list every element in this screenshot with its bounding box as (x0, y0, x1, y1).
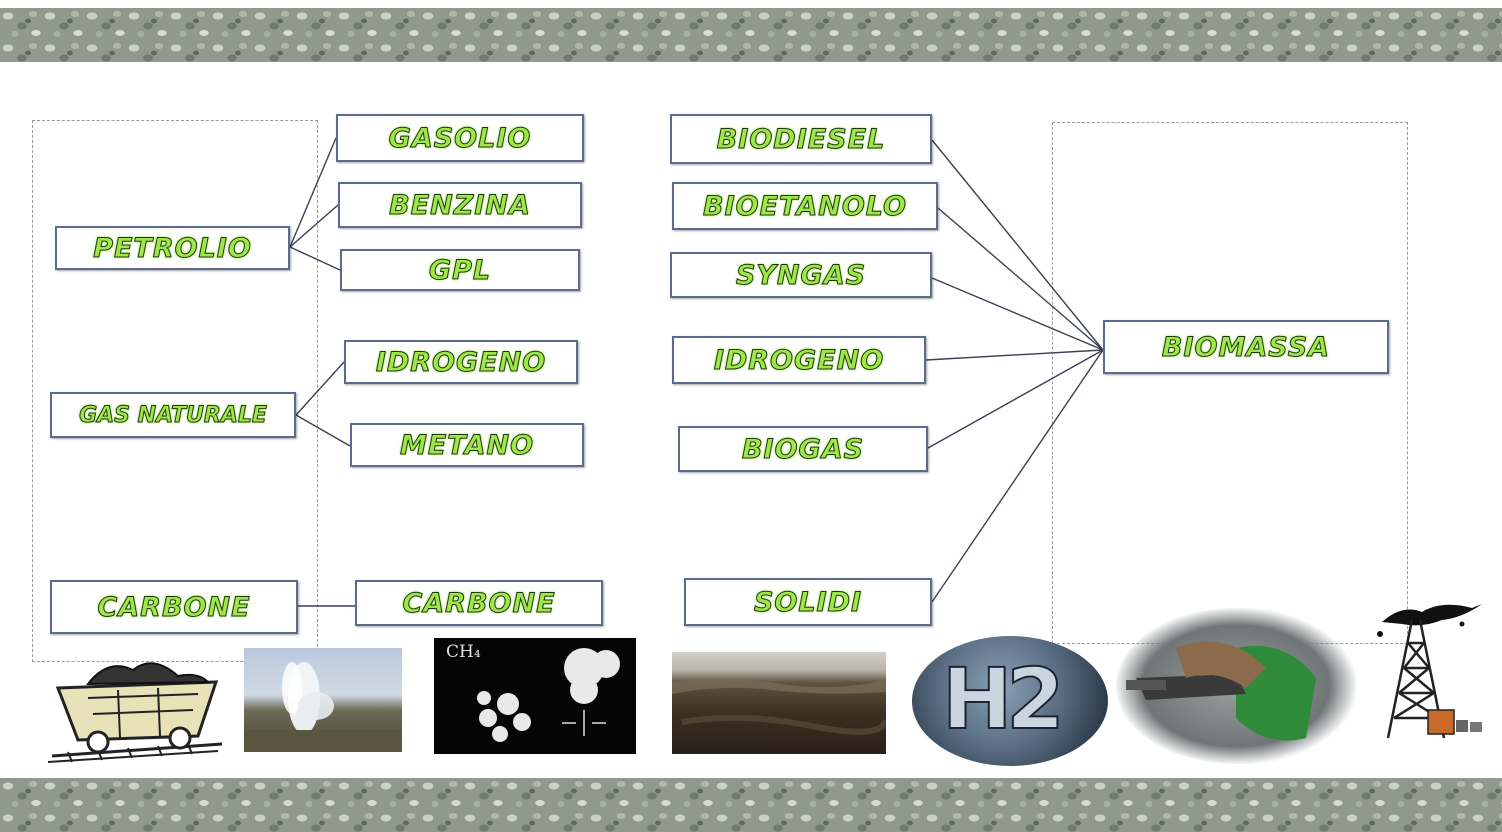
methane-formula-label: CH₄ (446, 642, 481, 662)
node-metano: METANO (350, 423, 584, 467)
line-biomassa-biodiesel (931, 139, 1104, 351)
node-label: CARBONE (402, 587, 556, 619)
node-biodiesel: BIODIESEL (670, 114, 932, 164)
node-label: BENZINA (389, 189, 531, 221)
stone-border-top (0, 8, 1502, 62)
node-label: IDROGENO (713, 344, 885, 376)
line-biomassa-idrogeno (925, 349, 1104, 361)
node-idrogeno-fossil: IDROGENO (344, 340, 578, 384)
node-label: SOLIDI (753, 586, 863, 618)
node-biomassa: BIOMASSA (1103, 320, 1389, 374)
line-gasnaturale-metano (295, 414, 351, 447)
node-label: CARBONE (97, 591, 251, 623)
oil-derrick-icon (1362, 598, 1492, 748)
node-idrogeno-bio: IDROGENO (672, 336, 926, 384)
coal-cart-icon (48, 648, 226, 766)
methane-molecule-image: CH₄ (434, 638, 636, 754)
node-label: SYNGAS (735, 259, 867, 291)
node-label: IDROGENO (375, 346, 547, 378)
line-gasnaturale-idrogeno (295, 361, 345, 416)
node-label: GASOLIO (388, 122, 532, 154)
line-biomassa-syngas (931, 277, 1104, 351)
node-benzina: BENZINA (338, 182, 582, 228)
line-petrolio-benzina (289, 204, 339, 248)
node-syngas: SYNGAS (670, 252, 932, 298)
node-gasolio: GASOLIO (336, 114, 584, 162)
line-petrolio-gasolio (289, 137, 337, 248)
node-label: BIOMASSA (1161, 331, 1331, 363)
node-label: METANO (399, 429, 535, 461)
node-biogas: BIOGAS (678, 426, 928, 472)
node-gas-naturale: GAS NATURALE (50, 392, 296, 438)
node-carbone-source: CARBONE (50, 580, 298, 634)
geyser-image (244, 648, 402, 752)
node-label: BIOETANOLO (703, 190, 907, 222)
node-label: GPL (428, 254, 492, 286)
h2-label: H2 (941, 649, 1066, 749)
node-label: BIODIESEL (716, 123, 886, 155)
node-label: PETROLIO (93, 232, 252, 264)
line-biomassa-solidi (931, 349, 1104, 603)
stone-border-bottom (0, 778, 1502, 832)
line-petrolio-gpl (289, 246, 341, 271)
line-biomassa-bioetanolo (937, 207, 1104, 351)
fuel-pump-image (1116, 608, 1356, 764)
node-gpl: GPL (340, 249, 580, 291)
node-petrolio: PETROLIO (55, 226, 290, 270)
node-label: BIOGAS (741, 433, 865, 465)
node-label: GAS NATURALE (79, 402, 268, 428)
h2-sphere-image: H2 (912, 636, 1108, 766)
oil-field-image (672, 652, 886, 754)
node-carbone-product: CARBONE (355, 580, 603, 626)
node-bioetanolo: BIOETANOLO (672, 182, 938, 230)
node-solidi: SOLIDI (684, 578, 932, 626)
line-biomassa-biogas (927, 349, 1104, 449)
